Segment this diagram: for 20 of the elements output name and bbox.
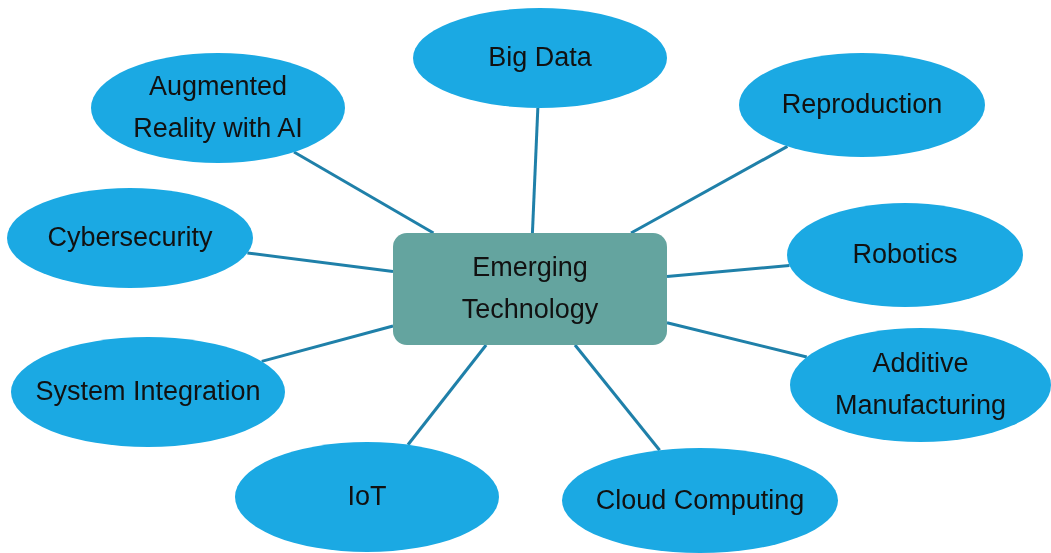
connector-line [247,251,394,273]
topic-label: Big Data [488,41,592,75]
central-topic-label: Emerging Technology [460,251,600,326]
topic-label: Cloud Computing [595,483,805,517]
topic-label: System Integration [35,375,261,409]
topic-label: Robotics [852,238,958,272]
connector-line [630,145,789,235]
topic-label: Augmented Reality with AI [132,70,304,145]
topic-label: Cybersecurity [47,221,213,255]
topic-label: Reproduction [781,88,943,122]
connector-line [406,344,488,446]
connector-line [666,321,808,359]
central-topic-box [393,233,667,345]
connector-line [666,264,790,279]
topic-label: IoT [347,480,387,514]
connector-line [573,344,661,452]
connector-line [293,150,435,235]
topic-label: Additive Manufacturing [833,347,1008,422]
connector-line [530,107,540,234]
connector-line [261,324,394,363]
